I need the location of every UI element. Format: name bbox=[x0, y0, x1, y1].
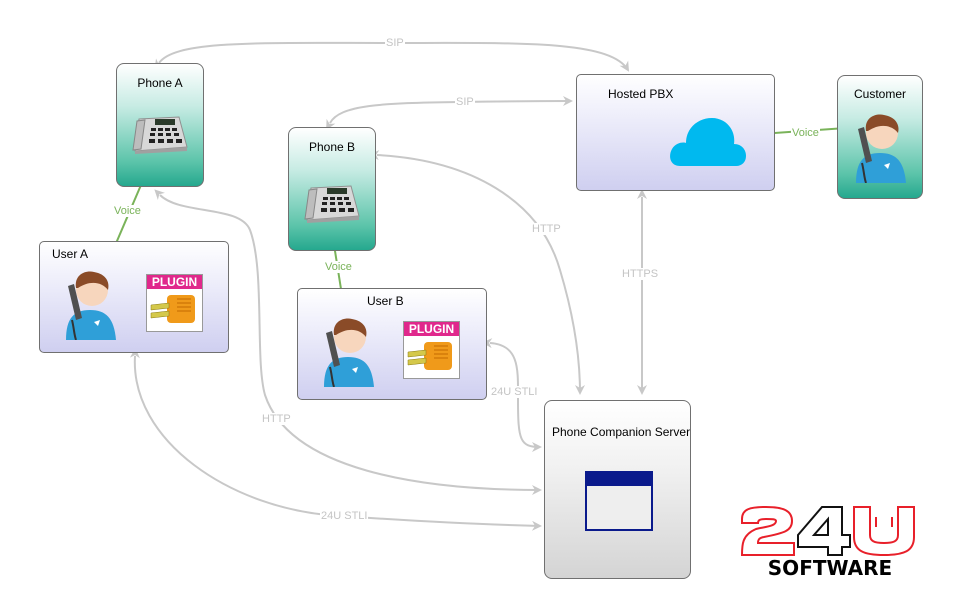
node-title: User A bbox=[52, 247, 89, 261]
desk-phone-icon bbox=[304, 185, 360, 223]
desk-phone-icon bbox=[132, 116, 188, 154]
node-phone-a[interactable]: Phone A bbox=[116, 63, 204, 187]
edge-label-24u-stli: 24U STLI bbox=[320, 510, 369, 522]
node-user-a[interactable]: User A PLUGIN bbox=[39, 241, 229, 353]
node-phone-b[interactable]: Phone B bbox=[288, 127, 376, 251]
node-title: User B bbox=[367, 294, 404, 308]
edge-label-sip: SIP bbox=[455, 96, 475, 108]
user-on-phone-icon bbox=[324, 318, 374, 387]
node-title: Phone A bbox=[137, 76, 183, 90]
node-title: Customer bbox=[853, 87, 906, 101]
edge-http-phone-b bbox=[369, 150, 585, 395]
node-customer[interactable]: Customer bbox=[837, 75, 923, 199]
logo-24u-software: SOFTWARE bbox=[738, 505, 922, 581]
user-on-phone-icon bbox=[66, 271, 116, 340]
edge-label-voice: Voice bbox=[324, 261, 353, 273]
application-window-icon bbox=[585, 471, 653, 531]
cloud-icon bbox=[670, 118, 746, 166]
user-on-phone-icon bbox=[856, 114, 906, 183]
edge-label-sip: SIP bbox=[385, 37, 405, 49]
edge-label-http: HTTP bbox=[531, 223, 562, 235]
plugin-label: PLUGIN bbox=[147, 275, 202, 289]
edge-label-voice: Voice bbox=[791, 127, 820, 139]
node-title: Phone B bbox=[308, 140, 356, 154]
edge-label-24u-stli: 24U STLI bbox=[490, 386, 539, 398]
edge-sip-phone-b bbox=[326, 96, 573, 130]
edge-label-https: HTTPS bbox=[621, 268, 660, 280]
plugin-label: PLUGIN bbox=[404, 322, 459, 336]
node-title: Phone Companion Server bbox=[552, 425, 691, 439]
logo-software-text: SOFTWARE bbox=[767, 556, 893, 580]
node-phone-companion-server[interactable]: Phone Companion Server bbox=[544, 400, 691, 579]
node-title: Hosted PBX bbox=[608, 87, 674, 101]
node-hosted-pbx[interactable]: Hosted PBX bbox=[576, 74, 775, 191]
logo-24u-mark bbox=[740, 505, 915, 557]
edge-label-voice: Voice bbox=[113, 205, 142, 217]
plugin-icon: PLUGIN bbox=[146, 274, 203, 332]
plugin-icon: PLUGIN bbox=[403, 321, 460, 379]
edge-label-http: HTTP bbox=[261, 413, 292, 425]
node-user-b[interactable]: User B PLUGIN bbox=[297, 288, 487, 400]
